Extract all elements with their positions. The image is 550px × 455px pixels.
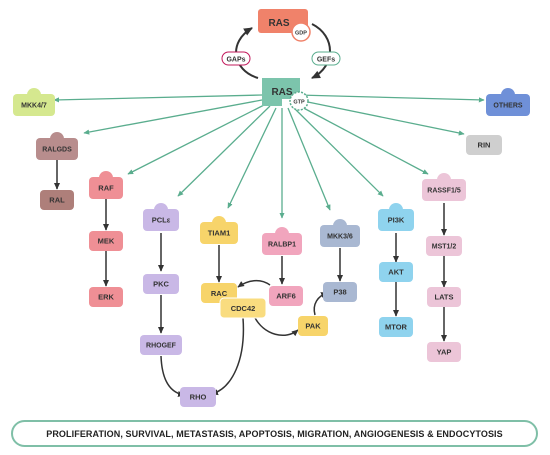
gaps-label: GAPs [226,57,245,64]
lats-node: LATS [427,287,461,307]
arrow-ras-to-raf [127,103,267,175]
pcle-label: PCLε [152,216,171,225]
ras-effector-arrows [53,94,485,219]
arrow-ras-to-mkk47 [53,94,263,103]
p38-node: P38 [323,282,357,302]
rhogef-node: RHOGEF [140,335,182,355]
tiam1-label: TIAM1 [208,229,231,238]
rhogef-label: RHOGEF [146,343,177,350]
erk-node: ERK [89,287,123,307]
arf6-node: ARF6 [269,286,303,306]
pi3k-label: PI3K [388,216,405,225]
p38-label: P38 [333,288,346,297]
gefs-arrow [311,23,331,79]
yap-node: YAP [427,342,461,362]
ras-gtp-label: RAS [271,87,292,98]
pkc-node: PKC [143,274,179,294]
gtp-badge: GTP [293,100,305,106]
ras-gdp-node: RAS GDP [258,9,311,42]
mkk36-node: MKK3/6 [320,219,360,247]
gaps-label-pill: GAPs [221,51,251,66]
ras-gdp-label: RAS [268,18,289,29]
erk-label: ERK [98,293,114,302]
cdc42-label: CDC42 [231,304,256,313]
protein-nodes: MKK4/7 OTHERS RALGDS RAL RIN RAF MEK ERK PCLεPKC… [13,88,530,407]
outcomes-text: PROLIFERATION, SURVIVAL, METASTASIS, APO… [46,428,503,439]
akt-node: AKT [379,262,413,282]
arrow-ras-to-pcle [177,105,271,197]
pkc-label: PKC [153,280,169,289]
others-label: OTHERS [493,103,523,110]
ral-node: RAL [40,190,74,210]
rassf-label: RASSF1/5 [427,188,461,195]
pak-label: PAK [305,322,321,331]
mek-label: MEK [98,237,115,246]
arrow-cdc42-pak [253,315,299,337]
ralgds-label: RALGDS [42,147,72,154]
rac-label: RAC [211,289,228,298]
tiam1-node: TIAM1 [200,216,238,244]
ralbp1-label: RALBP1 [268,242,296,249]
pak-node: PAK [298,316,328,336]
mtor-label: MTOR [385,323,408,332]
mek-node: MEK [89,231,123,251]
cdc42-node [219,297,267,319]
ral-label: RAL [49,196,65,205]
arrow-arf6-rac [237,279,271,288]
rin-label: RIN [478,141,491,150]
rassf-node: RASSF1/5 [422,173,466,201]
rin-node: RIN [466,135,502,155]
ralbp1-node: RALBP1 [262,227,302,255]
pcle-node: PCLε [143,203,179,231]
arrow-ras-to-mkk36 [287,107,331,211]
outcomes-banner: PROLIFERATION, SURVIVAL, METASTASIS, APO… [11,420,538,447]
pi3k-node: PI3K [378,203,414,231]
arrow-cdc42-rho [211,317,245,396]
arrow-ras-to-rassf [295,103,429,175]
akt-label: AKT [388,268,404,277]
ras-gtp-node: RAS GTP [262,78,309,111]
arrow-ras-to-rin [297,99,465,136]
rho-node: RHO [180,387,216,407]
gefs-label: GEFs [317,57,335,64]
others-node: OTHERS [486,88,530,116]
mkk47-label: MKK4/7 [21,103,47,110]
mst-label: MST1/2 [432,244,457,251]
lats-label: LATS [434,293,453,302]
mkk47-node: MKK4/7 [13,88,55,116]
gefs-label-pill: GEFs [311,51,341,66]
gdp-badge: GDP [295,31,307,37]
yap-label: YAP [437,348,452,357]
mst-node: MST1/2 [426,236,462,256]
rac-cdc42-group: RAC CDC42 [201,283,267,319]
ralgds-node: RALGDS [36,132,78,160]
arrow-ras-to-pi3k [291,105,384,197]
arrow-ras-to-ralgds [83,99,263,135]
mtor-node: MTOR [379,317,413,337]
pathway-arrows [54,160,447,397]
raf-label: RAF [98,184,114,193]
rho-label: RHO [190,393,207,402]
arf6-label: ARF6 [276,292,296,301]
raf-node: RAF [89,171,123,199]
arrow-ras-to-tiam1 [227,107,277,209]
mkk36-label: MKK3/6 [327,234,353,241]
arrow-ras-to-others [297,94,485,103]
